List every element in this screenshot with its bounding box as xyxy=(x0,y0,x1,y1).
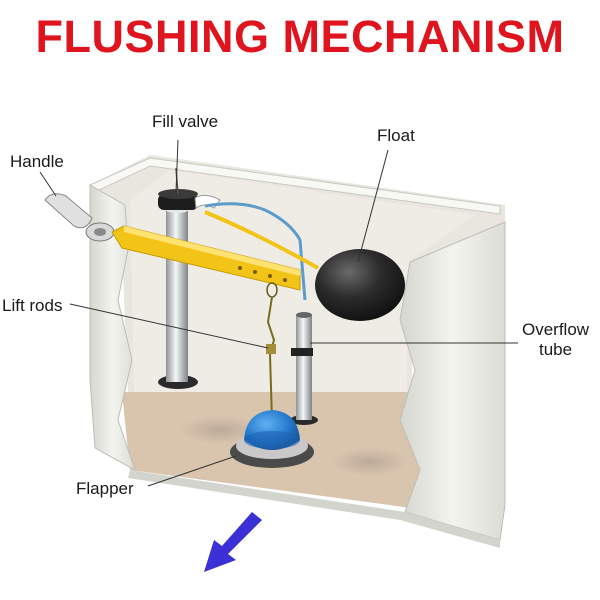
diagram-title: FLUSHING MECHANISM xyxy=(35,11,565,62)
leader-fill-valve xyxy=(175,139,179,193)
overflow-tube xyxy=(290,312,318,425)
water-flow-arrow xyxy=(204,512,262,572)
label-handle: Handle xyxy=(10,152,64,171)
label-fill-valve: Fill valve xyxy=(152,112,219,131)
flapper xyxy=(230,410,314,468)
float-arm xyxy=(204,210,319,270)
label-lift-rods: Lift rods xyxy=(2,296,63,315)
label-overflow-tube: Overflow tube xyxy=(522,320,589,360)
leader-lines xyxy=(39,139,518,487)
float-ball xyxy=(315,249,405,321)
trip-lever xyxy=(111,225,301,291)
tank-right-wall xyxy=(399,221,506,541)
refill-tube xyxy=(204,202,307,301)
label-float: Float xyxy=(377,126,415,145)
leader-lift-rods xyxy=(69,303,269,349)
label-flapper: Flapper xyxy=(76,479,134,498)
label-overflow-tube-line1: Overflow xyxy=(522,320,590,339)
leader-flapper xyxy=(147,455,237,487)
lift-rod xyxy=(266,282,278,421)
leader-float xyxy=(357,149,389,263)
label-overflow-tube-line2: tube xyxy=(538,340,573,359)
leader-handle xyxy=(39,171,57,197)
tank xyxy=(89,155,506,548)
